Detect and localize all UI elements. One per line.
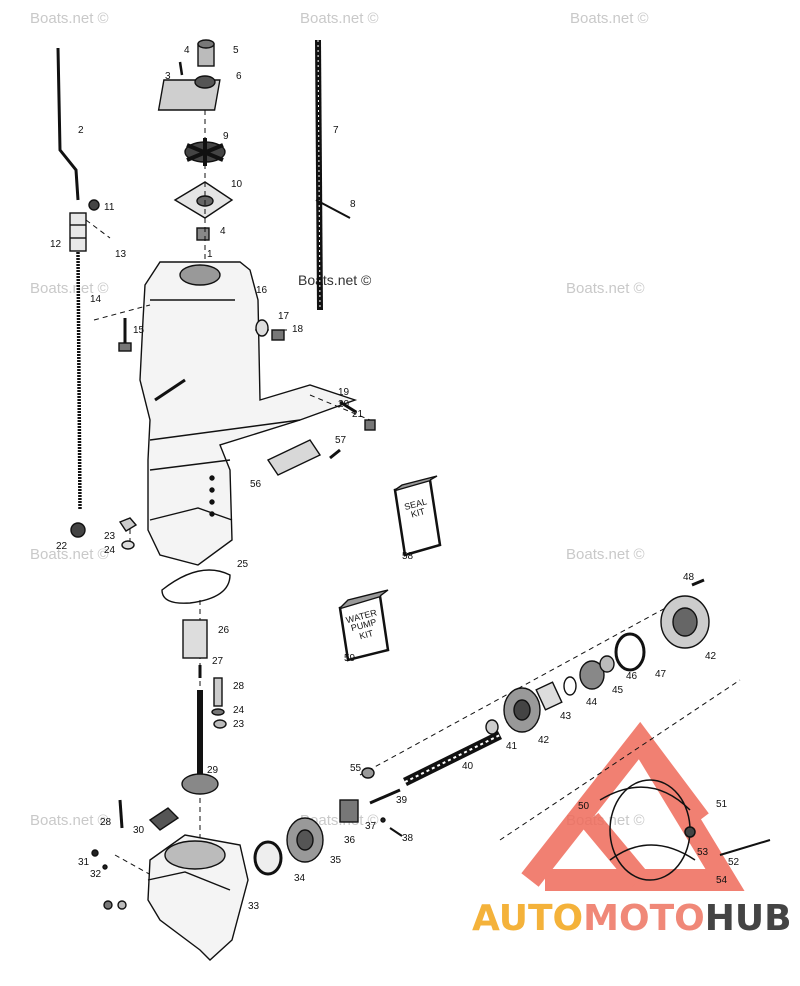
callout-27: 27 [212, 656, 224, 667]
watermark: Boats.net © [566, 280, 645, 297]
callout-50: 50 [578, 801, 590, 812]
callout-20: 20 [338, 399, 350, 410]
watermark: Boats.net © [570, 10, 649, 27]
callout-42b: 42 [705, 651, 717, 662]
callout-9: 9 [223, 131, 229, 142]
callout-4b: 4 [220, 226, 226, 237]
callout-5: 5 [233, 45, 239, 56]
watermark: Boats.net © [566, 546, 645, 563]
logo-part-hub: HUB [704, 898, 792, 939]
callout-34: 34 [294, 873, 306, 884]
callout-56: 56 [250, 479, 262, 490]
logo-triangle-icon [521, 721, 745, 891]
gasket [161, 569, 231, 604]
callout-21: 21 [352, 409, 364, 420]
callout-47: 47 [655, 669, 667, 680]
callout-12: 12 [50, 239, 62, 250]
nut [88, 199, 100, 211]
callout-18: 18 [292, 324, 304, 335]
callout-11: 11 [104, 202, 115, 213]
automotohub-logo: AUTOMOTOHUB [472, 898, 792, 939]
callout-46: 46 [626, 671, 638, 682]
callout-36: 36 [344, 835, 356, 846]
propeller [599, 779, 771, 881]
callout-59: 59 [344, 653, 356, 664]
shift-rod [56, 47, 80, 201]
callout-41: 41 [506, 741, 518, 752]
callout-40: 40 [462, 761, 474, 772]
bearing-carrier [660, 595, 710, 649]
callout-23: 23 [104, 531, 116, 542]
watermark: Boats.net © [30, 10, 109, 27]
callout-29: 29 [207, 765, 219, 776]
callout-22: 22 [56, 541, 68, 552]
callout-37: 37 [365, 821, 377, 832]
callout-39: 39 [396, 795, 408, 806]
callout-43: 43 [560, 711, 572, 722]
impeller [184, 138, 226, 166]
plate [266, 439, 322, 476]
callout-38: 38 [402, 833, 414, 844]
callout-35: 35 [330, 855, 342, 866]
callout-7: 7 [333, 125, 339, 136]
gearcase-housing [139, 261, 358, 566]
callout-44: 44 [586, 697, 598, 708]
lower-shift-rod [76, 251, 82, 511]
callout-19: 19 [338, 387, 350, 398]
callout-53: 53 [697, 847, 709, 858]
callout-24: 24 [104, 545, 116, 556]
callout-2: 2 [78, 125, 84, 136]
callout-15: 15 [133, 325, 145, 336]
shift-rod-connector [69, 212, 87, 252]
callout-42: 42 [538, 735, 550, 746]
callout-51: 51 [716, 799, 728, 810]
callout-6: 6 [236, 71, 242, 82]
lower-gearcase [147, 834, 249, 961]
logo-part-auto: AUTO [472, 898, 584, 939]
callout-13: 13 [115, 249, 127, 260]
callout-24b: 24 [233, 705, 245, 716]
callout-30: 30 [133, 825, 145, 836]
callout-28: 28 [233, 681, 245, 692]
watermark: Boats.net © [30, 812, 109, 829]
callout-23b: 23 [233, 719, 245, 730]
callout-3: 3 [165, 71, 171, 82]
watermark: Boats.net © [30, 546, 109, 563]
callout-45: 45 [612, 685, 624, 696]
callout-28b: 28 [100, 817, 112, 828]
watermark: Boats.net © [300, 10, 379, 27]
callout-8: 8 [350, 199, 356, 210]
callout-14: 14 [90, 294, 102, 305]
callout-1: 1 [207, 249, 213, 260]
watermark: Boats.net © [298, 272, 372, 288]
callout-25: 25 [237, 559, 249, 570]
logo-part-moto: MOTO [583, 898, 705, 939]
callout-4: 4 [184, 45, 190, 56]
callout-10: 10 [231, 179, 243, 190]
callout-58: 58 [402, 551, 414, 562]
callout-55: 55 [350, 763, 362, 774]
callout-31: 31 [78, 857, 90, 868]
callout-16: 16 [256, 285, 268, 296]
callout-17: 17 [278, 311, 290, 322]
seal-kit-box [393, 478, 442, 557]
callout-32: 32 [90, 869, 102, 880]
propeller-shaft [403, 730, 502, 787]
callout-57: 57 [335, 435, 347, 446]
callout-48: 48 [683, 572, 695, 583]
watermark: Boats.net © [30, 280, 109, 297]
callout-54: 54 [716, 875, 728, 886]
callout-33: 33 [248, 901, 260, 912]
callout-26: 26 [218, 625, 230, 636]
callout-52: 52 [728, 857, 740, 868]
